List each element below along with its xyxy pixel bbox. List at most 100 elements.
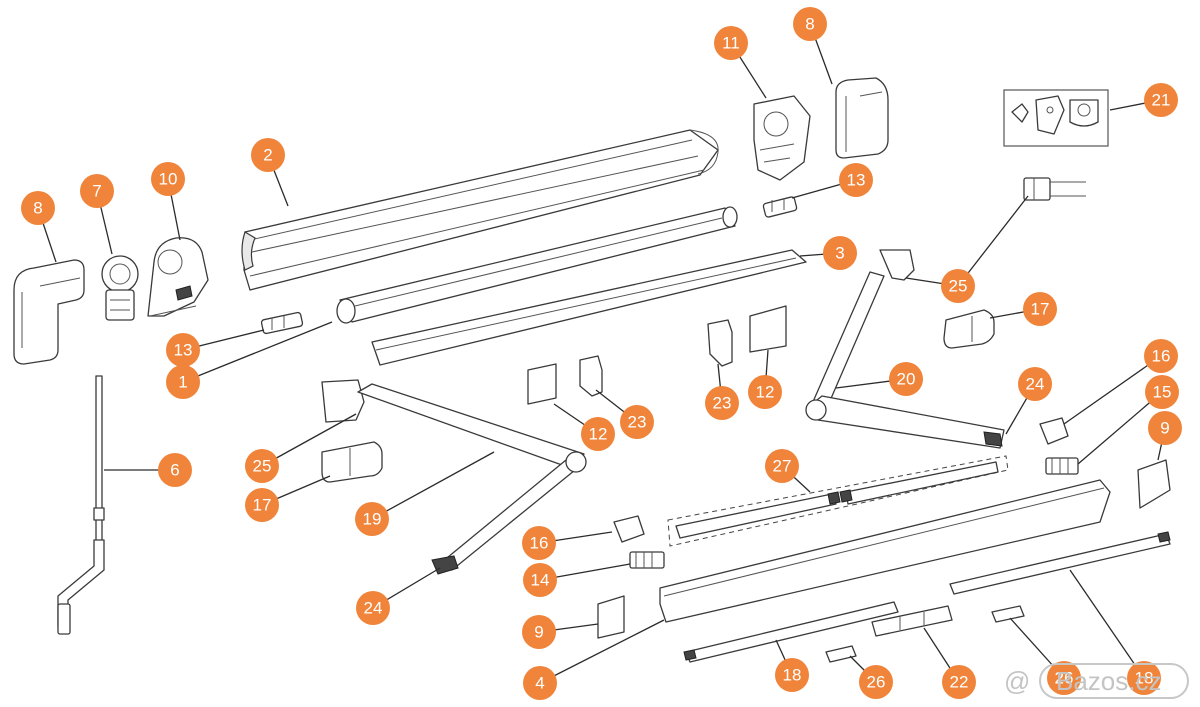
part-front-profile	[659, 479, 1111, 623]
callout-circle	[523, 666, 557, 700]
callout: 9	[1148, 411, 1182, 445]
callout-circle	[522, 526, 556, 560]
callout: 23	[705, 386, 739, 420]
callout-circle	[942, 665, 976, 699]
callout-circle	[839, 163, 873, 197]
callout-circle	[1127, 661, 1161, 695]
callout-label: 19	[363, 510, 382, 529]
callout-label: 13	[174, 341, 193, 360]
part-bracket-centre	[707, 319, 733, 367]
callout-label: 17	[253, 496, 272, 515]
callout-circle	[581, 417, 615, 451]
callout: 8	[21, 191, 55, 225]
callout-label: 25	[253, 457, 272, 476]
part-arm-cover-left	[321, 441, 383, 483]
part-centre-clamp	[871, 605, 953, 637]
callout-label: 20	[897, 370, 916, 389]
part-end-bracket	[753, 95, 811, 181]
part-plate-left	[527, 363, 557, 405]
callout-circle	[1148, 411, 1182, 445]
part-end-piece-15	[1045, 457, 1079, 475]
callout-label: 4	[535, 674, 544, 693]
callout: 13	[839, 163, 873, 197]
callout-label: 1	[178, 373, 187, 392]
callout-label: 9	[1160, 419, 1169, 438]
callout-circle	[823, 236, 857, 270]
callout: 26	[1047, 661, 1081, 695]
part-arm-left	[321, 379, 587, 575]
part-bracket-disc	[101, 255, 139, 321]
callout-label: 25	[949, 277, 968, 296]
callout-label: 21	[1152, 91, 1171, 110]
part-roller-tube	[336, 206, 738, 324]
part-plate-centre	[749, 305, 787, 353]
part-end-piece-14	[629, 551, 665, 569]
part-arm-cover-right	[943, 309, 995, 349]
callout-label: 18	[783, 666, 802, 685]
callout: 19	[355, 502, 389, 536]
callout: 1	[166, 365, 200, 399]
callout: 15	[1145, 375, 1179, 409]
callout: 12	[748, 375, 782, 409]
callout: 27	[765, 449, 799, 483]
callout-label: 24	[364, 599, 383, 618]
callout-circle	[1023, 292, 1057, 326]
part-spring-housing	[147, 237, 209, 317]
callout: 18	[1127, 661, 1161, 695]
callout-label: 3	[835, 244, 844, 263]
callout-label: 11	[722, 34, 740, 53]
callout: 24	[356, 591, 390, 625]
callout: 9	[522, 615, 556, 649]
callout: 23	[620, 405, 654, 439]
callout: 26	[859, 665, 893, 699]
part-roller-plug-right	[762, 196, 798, 218]
callout-circle	[166, 365, 200, 399]
callout: 17	[245, 488, 279, 522]
callout-label: 8	[33, 199, 42, 218]
part-clip-left	[825, 645, 857, 663]
part-end-piece-16-right	[1039, 417, 1069, 445]
callout: 3	[823, 236, 857, 270]
part-front-strip	[371, 249, 807, 366]
callout: 7	[80, 174, 114, 208]
callout-circle	[158, 453, 192, 487]
callout: 2	[251, 138, 285, 172]
callout: 21	[1144, 83, 1178, 117]
callout-circle	[356, 591, 390, 625]
callout: 8	[793, 7, 827, 41]
callout: 22	[942, 665, 976, 699]
callout-circle	[793, 7, 827, 41]
part-framed-insert	[1003, 89, 1109, 147]
callout-circle	[522, 615, 556, 649]
callout-label: 16	[1152, 347, 1171, 366]
callout-label: 12	[756, 383, 775, 402]
part-bracket-left	[579, 355, 603, 397]
part-clip-right	[991, 605, 1025, 623]
callout: 24	[1018, 367, 1052, 401]
callout-circle	[245, 449, 279, 483]
part-rail-left	[683, 601, 899, 663]
callout: 11	[714, 26, 748, 60]
callout-label: 14	[531, 571, 550, 590]
callout-label: 22	[950, 673, 969, 692]
callout-circle	[1018, 367, 1052, 401]
part-end-cap-left	[13, 259, 85, 365]
part-rail-right	[949, 531, 1171, 595]
callout-circle	[1047, 661, 1081, 695]
callout: 4	[523, 666, 557, 700]
callout-circle	[1144, 339, 1178, 373]
callout-label: 26	[867, 673, 886, 692]
watermark: @ Bazos.cz	[1004, 663, 1189, 699]
callout-label: 10	[159, 170, 178, 189]
callout: 18	[775, 658, 809, 692]
callout-label: 18	[1135, 669, 1154, 688]
callout-circle	[859, 665, 893, 699]
callout-label: 2	[263, 146, 272, 165]
part-roller-plug-left	[260, 311, 304, 335]
callout-circle	[355, 502, 389, 536]
callout: 16	[522, 526, 556, 560]
callout-label: 15	[1153, 383, 1172, 402]
callout-label: 6	[170, 461, 179, 480]
callout: 16	[1144, 339, 1178, 373]
